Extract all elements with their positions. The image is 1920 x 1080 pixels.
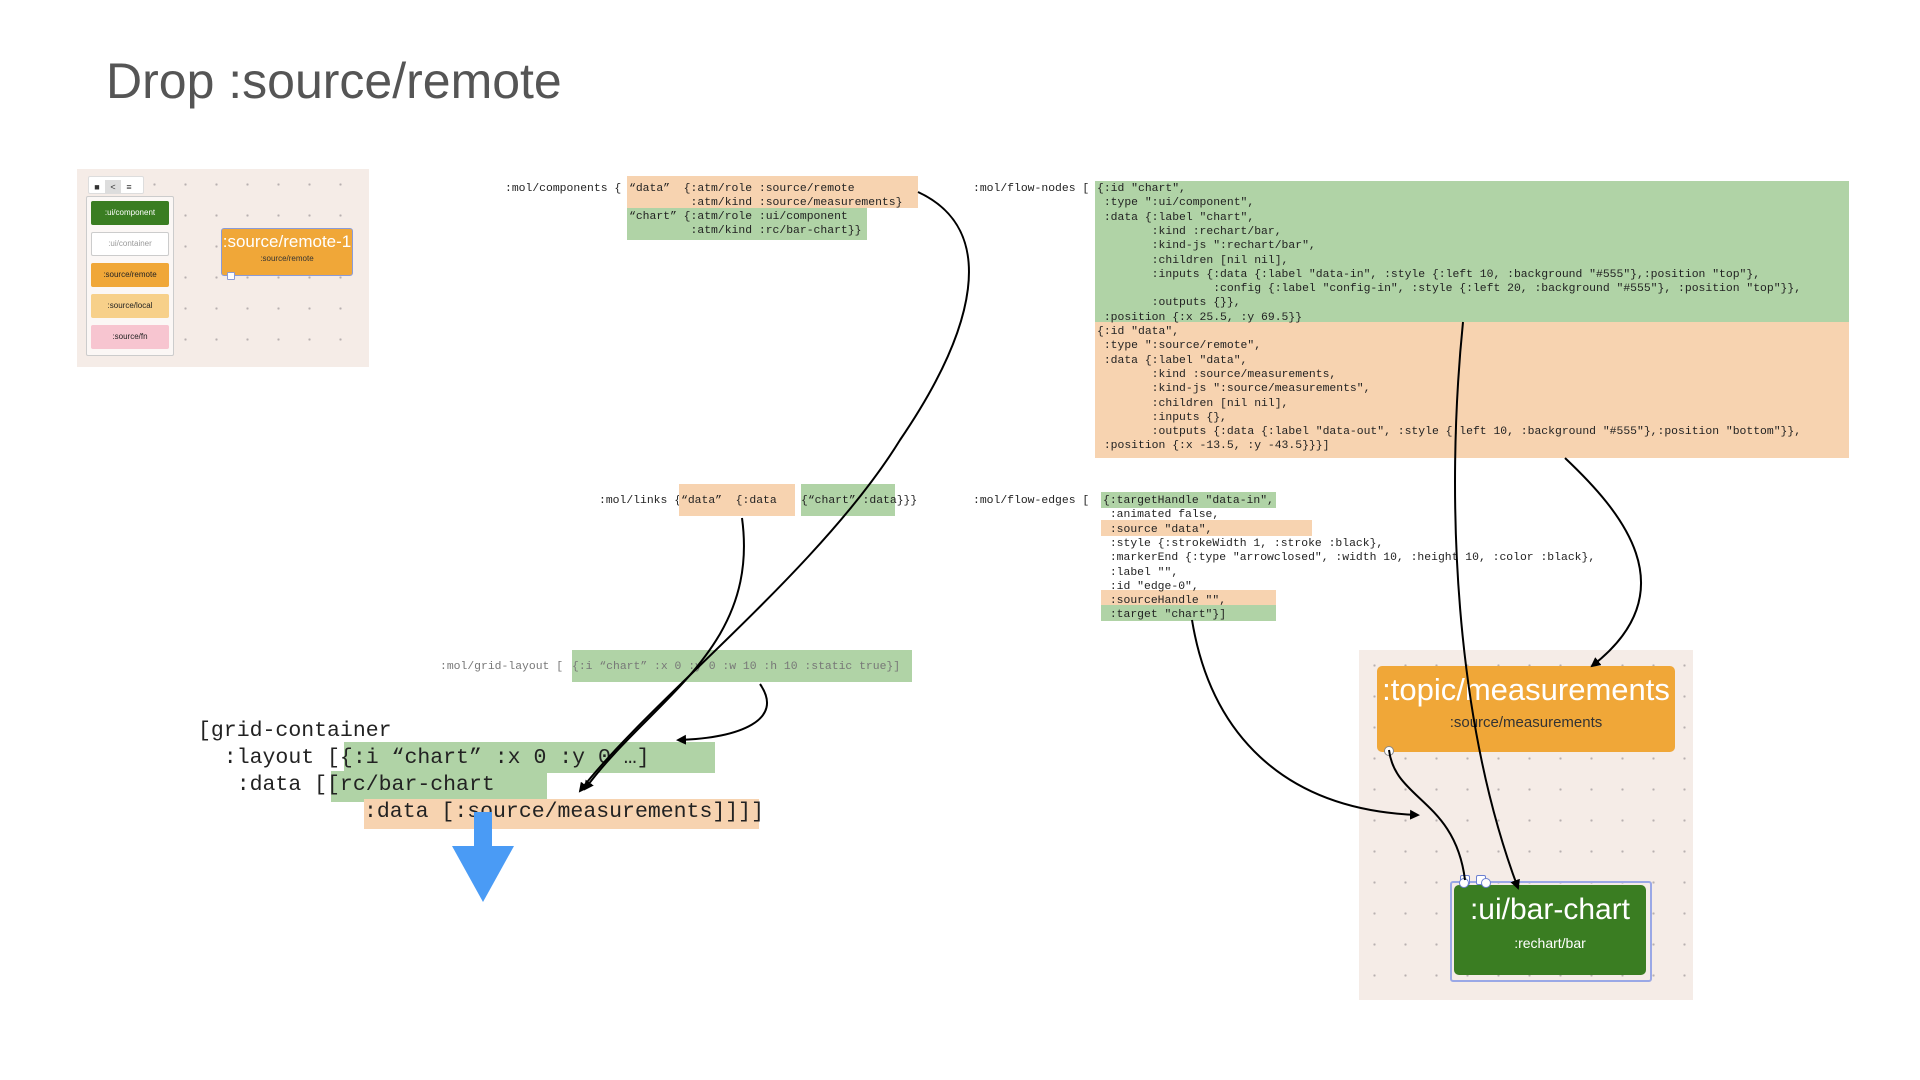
flow-nodes-chart-line-5: :kind-js ":rechart/bar",: [1097, 240, 1316, 253]
flow-nodes-chart-line-7: :inputs {:data {:label "data-in", :style…: [1097, 268, 1761, 281]
edges-source-handle-highlight: [1101, 590, 1276, 606]
collapse-icon[interactable]: <: [105, 180, 121, 194]
layout-value: [{:i “chart” :x 0 :y 0 …]: [327, 746, 650, 770]
flow-nodes-data-line-1: {:id "data",: [1097, 326, 1180, 338]
down-arrow-icon: [452, 812, 514, 902]
flow-nodes-data-line-5: :kind-js ":source/measurements",: [1097, 383, 1371, 396]
flow-edges-line-1: {:targetHandle "data-in",: [1103, 495, 1274, 507]
edges-target-handle-highlight: [1101, 492, 1276, 508]
flow-nodes-chart-line-9: :outputs {}},: [1097, 297, 1241, 310]
arrow-links-to-barchart: [583, 517, 745, 791]
bar-chart-value: [rc/bar-chart: [327, 773, 495, 797]
flow-nodes-chart-line-10: :position {:x 25.5, :y 69.5}}: [1097, 311, 1303, 324]
flow-nodes-data-line-4: :kind :source/measurements,: [1097, 368, 1337, 381]
components-chart-highlight: [627, 208, 867, 240]
grid-container-line-1: [grid-container: [198, 719, 392, 743]
flow-edges-line-5: :markerEnd {:type "arrowclosed", :width …: [1103, 552, 1596, 565]
links-chart-part: {“chart” :data}}}: [801, 495, 918, 507]
grid-layout-label: :mol/grid-layout [: [440, 661, 564, 673]
flow-nodes-data-line-9: :position {:x -13.5, :y -43.5}}}]: [1097, 440, 1330, 453]
grid-container-line-4: :data [:source/measurements]]]]: [364, 799, 764, 826]
measurements-highlight: [364, 799, 759, 829]
menu-icon[interactable]: ≡: [126, 182, 132, 192]
grid-layout-value: {:i “chart” :x 0 :y 0 :w 10 :h 10 :stati…: [572, 661, 901, 673]
topic-measurements-node[interactable]: :topic/measurements :source/measurements: [1377, 666, 1675, 752]
flow-nodes-label: :mol/flow-nodes [: [973, 183, 1090, 195]
flow-nodes-chart-line-6: :children [nil nil],: [1097, 254, 1289, 267]
flow-nodes-chart-line-8: :config {:label "config-in", :style {:le…: [1097, 283, 1802, 296]
flow-nodes-data-line-6: :children [nil nil],: [1097, 397, 1289, 410]
config-in-dot[interactable]: [1481, 878, 1491, 888]
components-line-3: “chart” {:atm/role :ui/component: [629, 211, 848, 223]
data-key: :data [: [198, 773, 328, 797]
components-label: :mol/components {: [505, 183, 622, 195]
edges-source-highlight: [1101, 520, 1312, 536]
arrow-flowedges-to-edge: [1191, 619, 1420, 820]
arrow-flownodes-chart-to-node: [1454, 321, 1520, 890]
palette-item-source-remote[interactable]: :source/remote: [91, 263, 169, 287]
layout-key: :layout: [198, 746, 328, 770]
components-line-4: :atm/kind :rc/bar-chart}}: [629, 225, 862, 237]
chart-node-title: :ui/bar-chart: [1469, 893, 1631, 926]
source-remote-node[interactable]: :source/remote-1 :source/remote: [221, 228, 353, 276]
links-data-highlight: [679, 484, 795, 516]
links-data-part: “data” {:data: [681, 495, 777, 507]
flow-nodes-chart-line-1: {:id "chart",: [1097, 183, 1186, 195]
flow-nodes-data-highlight: [1095, 322, 1849, 458]
flow-nodes-data-line-7: :inputs {},: [1097, 411, 1227, 424]
flow-edges-line-8: :sourceHandle "",: [1103, 595, 1227, 608]
flow-nodes-chart-line-3: :data {:label "chart",: [1097, 211, 1255, 224]
flow-nodes-data-line-8: :outputs {:data {:label "data-out", :sty…: [1097, 426, 1802, 439]
node-palette: :ui/component :ui/container :source/remo…: [86, 196, 174, 356]
bar-chart-highlight: [331, 771, 547, 802]
flow-edges-label: :mol/flow-edges [: [973, 495, 1090, 507]
flow-nodes-chart-line-4: :kind :rechart/bar,: [1097, 225, 1282, 238]
chart-node-subtitle: :rechart/bar: [1514, 935, 1586, 951]
components-data-highlight: [627, 176, 918, 208]
flow-nodes-data-line-3: :data {:label "data",: [1097, 354, 1248, 367]
slide-title: Drop :source/remote: [106, 53, 562, 109]
arrow-gridlayout-to-layout: [676, 683, 768, 745]
flow-nodes-chart-line-2: :type ":ui/component",: [1097, 197, 1255, 210]
editor-toolbar: ■ < ≡: [88, 176, 144, 194]
flow-edges-line-7: :id "edge-0",: [1103, 580, 1199, 593]
components-line-2: :atm/kind :source/measurements}: [629, 197, 903, 209]
node-subtitle: :source/remote: [260, 254, 314, 263]
grid-container-line-2: :layout [{:i “chart” :x 0 :y 0 …]: [198, 745, 650, 772]
flow-edges-line-4: :style {:strokeWidth 1, :stroke :black},: [1103, 537, 1384, 550]
flow-edges-line-6: :label "",: [1103, 566, 1179, 579]
node-handle[interactable]: [227, 272, 235, 280]
flow-edges-line-2: :animated false,: [1103, 509, 1220, 522]
bar-chart-node[interactable]: :ui/bar-chart :rechart/bar: [1454, 885, 1646, 975]
topic-node-subtitle: :source/measurements: [1449, 714, 1603, 731]
layout-highlight: [344, 742, 715, 773]
flow-edges-line-9: :target "chart"}]: [1103, 609, 1227, 622]
node-title: :source/remote-1: [222, 232, 352, 251]
topic-node-title: :topic/measurements: [1382, 672, 1670, 707]
closing-brackets: ]]]]: [712, 800, 764, 824]
links-label: :mol/links {: [599, 495, 682, 507]
components-line-1: “data” {:atm/role :source/remote: [629, 183, 855, 195]
palette-item-source-local[interactable]: :source/local: [91, 294, 169, 318]
grid-layout-highlight: [572, 650, 912, 682]
flow-nodes-chart-highlight: [1095, 181, 1849, 322]
palette-item-ui-container[interactable]: :ui/container: [91, 232, 169, 256]
palette-item-ui-component[interactable]: :ui/component: [91, 201, 169, 225]
grid-container-line-3: :data [[rc/bar-chart: [198, 772, 495, 799]
flow-nodes-data-line-2: :type ":source/remote",: [1097, 340, 1262, 353]
measurements-value: :data [:source/measurements: [364, 800, 713, 824]
palette-item-source-fn[interactable]: :source/fn: [91, 325, 169, 349]
arrow-components-to-barchart: [578, 191, 970, 793]
flow-edge-data-to-chart: [1388, 749, 1466, 881]
edges-target-highlight: [1101, 605, 1276, 621]
flow-edges-line-3: :source "data",: [1103, 523, 1213, 536]
square-icon[interactable]: ■: [94, 182, 100, 192]
arrow-flownodes-data-to-topic: [1564, 457, 1642, 668]
chart-node-selection: [1450, 881, 1652, 982]
